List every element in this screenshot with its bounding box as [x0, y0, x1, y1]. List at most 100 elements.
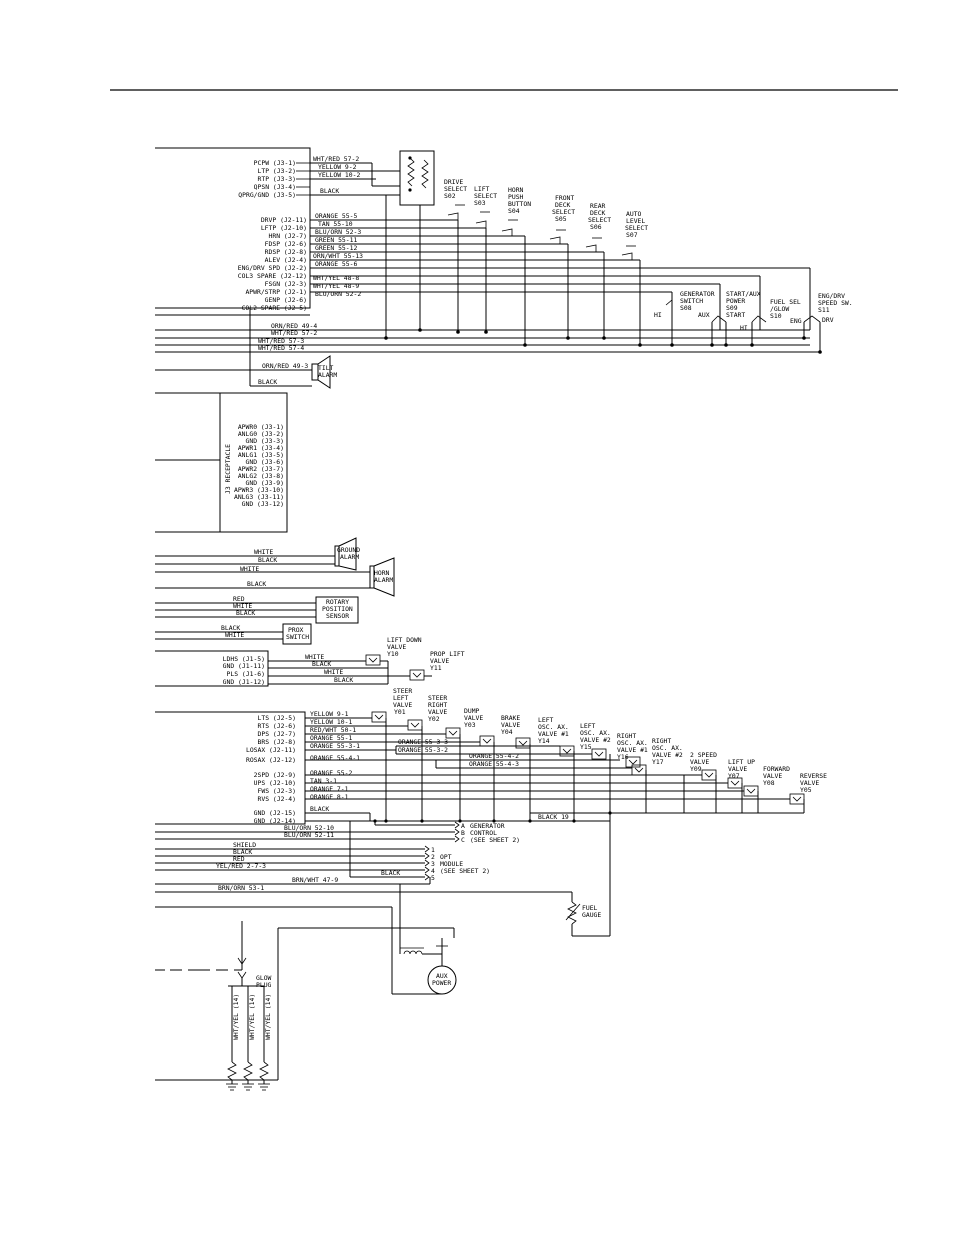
pin-label: ENG/DRV SPD (J2-2) — [238, 264, 307, 272]
valve-label: VALVE — [763, 772, 782, 780]
valve-wire-label: TAN 3-1 — [310, 777, 337, 785]
fuel-label: GAUGE — [582, 911, 601, 919]
valve-pin: DPS (J2-7) — [258, 730, 296, 738]
opt-wire: SHIELD — [233, 841, 256, 849]
power-bus: ORN/RED 49-4 WHT/RED 57-2 WHT/RED 57-3 W… — [155, 195, 822, 354]
fuel-gauge: BRN/ORN 53-1 FUEL GAUGE — [155, 884, 610, 937]
pin-label: FDSP (J2-6) — [265, 240, 307, 248]
start-switch-line: POWER — [726, 297, 745, 305]
switch-rear-line: S06 — [590, 223, 602, 231]
j3-receptacle: J3 RECEPTACLE APWR0 (J3-1) ANLG0 (J3-2) … — [155, 392, 288, 533]
switch-drive-line: SELECT — [444, 185, 467, 193]
valve-label: LEFT — [393, 694, 409, 702]
valve-label: Y17 — [652, 758, 664, 766]
relay-box — [399, 150, 435, 206]
switch-auto-line: SELECT — [625, 224, 648, 232]
aux-label: POWER — [432, 979, 451, 987]
opt-wire: BLACK — [233, 848, 252, 856]
horn-label: HORN — [374, 569, 390, 577]
speed-switch-drv: DRV — [822, 316, 834, 324]
prox-switch: BLACK WHITE PROX SWITCH — [155, 623, 312, 645]
valve-wire-label: ORANGE 55-4-1 — [310, 754, 360, 762]
rotary-label: ROTARY — [326, 598, 349, 606]
rotary-wire: RED — [233, 595, 245, 603]
pin-label: RDSP (J2-8) — [265, 248, 307, 256]
gen-pin: C — [461, 836, 465, 844]
switch-rear-line: SELECT — [588, 216, 611, 224]
valve-label: VALVE — [393, 701, 412, 709]
tilt-wire: BLACK — [258, 378, 277, 386]
wire-label: ORANGE 55-6 — [315, 260, 357, 268]
switch-drive-line: S02 — [444, 192, 456, 200]
valve-label: OSC. AX. — [580, 729, 611, 737]
wire-label: GREEN 55-12 — [315, 244, 357, 252]
valve-label: RIGHT — [652, 737, 671, 745]
pin-label: APWR/STRP (J2-1) — [245, 288, 307, 296]
pin-label: HRN (J2-7) — [269, 232, 307, 240]
opt-pin: 5 — [431, 874, 435, 882]
aux-label: AUX — [436, 972, 448, 980]
prox-wire: WHITE — [225, 631, 244, 639]
valve-label: DUMP — [464, 707, 480, 715]
valve-pin: UPS (J2-10) — [254, 779, 296, 787]
horn-label: ALARM — [374, 576, 393, 584]
switch-auto-line: LEVEL — [626, 217, 645, 225]
j1-pin: LDHS (J1-5) — [223, 655, 265, 663]
prop-lift-label: VALVE — [430, 657, 449, 665]
j1-wire: BLACK — [334, 676, 353, 684]
switch-symbols — [447, 204, 641, 345]
power-wire-label: WHT/RED 57-3 — [258, 337, 304, 345]
switch-auto-line: S07 — [626, 231, 638, 239]
prox-wire: BLACK — [221, 624, 240, 632]
prox-label: SWITCH — [286, 633, 309, 641]
valve-label: Y02 — [428, 715, 440, 723]
opt-wire: BRN/WHT 47-9 — [292, 876, 338, 884]
valve-label: VALVE #2 — [652, 751, 683, 759]
power-wire-label: WHT/RED 57-2 — [271, 329, 317, 337]
pin-label: COL3 SPARE (J2-12) — [238, 272, 307, 280]
black-19: BLACK 19 — [538, 813, 569, 821]
ground-wire: WHITE — [254, 548, 273, 556]
j1-wire: WHITE — [305, 653, 324, 661]
switch-front-line: FRONT — [555, 194, 574, 202]
valve-label: Y04 — [501, 728, 513, 736]
glow-plug: GLOW PLUG WHT/YEL (14) WHT/YEL (14) WHT/… — [155, 921, 278, 1091]
opt-pin: 3 — [431, 860, 435, 868]
rotary-wire: BLACK — [236, 609, 255, 617]
valve-wire-label: YELLOW 9-1 — [310, 710, 349, 718]
valve-label: VALVE — [690, 758, 709, 766]
pin-label: ALEV (J2-4) — [265, 256, 307, 264]
opt-wire: BLACK — [381, 869, 400, 877]
valve-pin: GND (J2-14) — [254, 817, 296, 825]
pin-label: FSGN (J2-3) — [265, 280, 307, 288]
j1-wire: WHITE — [324, 668, 343, 676]
lift-down-label: Y10 — [387, 650, 399, 658]
valve-pin: LOSAX (J2-11) — [246, 746, 296, 754]
wire-label: BLU/ORN 52-2 — [315, 290, 361, 298]
j3-pin: APWR0 (J3-1) — [238, 423, 284, 431]
pin-label: DRVP (J2-11) — [261, 216, 307, 224]
horn-wire: BLACK — [247, 580, 266, 588]
j1-pin: GND (J1-12) — [223, 678, 265, 686]
valve-pin: FWS (J2-3) — [258, 787, 296, 795]
j3-pin: GND (J3-3) — [246, 437, 284, 445]
gen-pin: A — [461, 822, 465, 830]
glow-label: PLUG — [256, 981, 272, 989]
j1-pin: GND (J1-11) — [223, 662, 265, 670]
start-switch-aux: AUX — [698, 311, 710, 319]
valve-label: VALVE #2 — [580, 736, 611, 744]
valve-label: OSC. AX. — [617, 739, 648, 747]
start-switch-line: START — [726, 311, 745, 319]
switch-horn-line: HORN — [508, 186, 524, 194]
switch-rear-line: DECK — [590, 209, 606, 217]
tilt-wire: ORN/RED 49-3 — [262, 362, 308, 370]
ground-wire: BLACK — [258, 556, 277, 564]
rotary-label: POSITION — [322, 605, 353, 613]
rotary-wire: WHITE — [233, 602, 252, 610]
j3-pin: ANLG1 (J3-5) — [238, 451, 284, 459]
valve-wire-label: BLACK — [310, 805, 329, 813]
valve-label: 2 SPEED — [690, 751, 717, 759]
valve-label: Y07 — [728, 772, 740, 780]
pin-label: COL2 SPARE (J2-5) — [242, 304, 307, 312]
gen-label: CONTROL — [470, 829, 497, 837]
